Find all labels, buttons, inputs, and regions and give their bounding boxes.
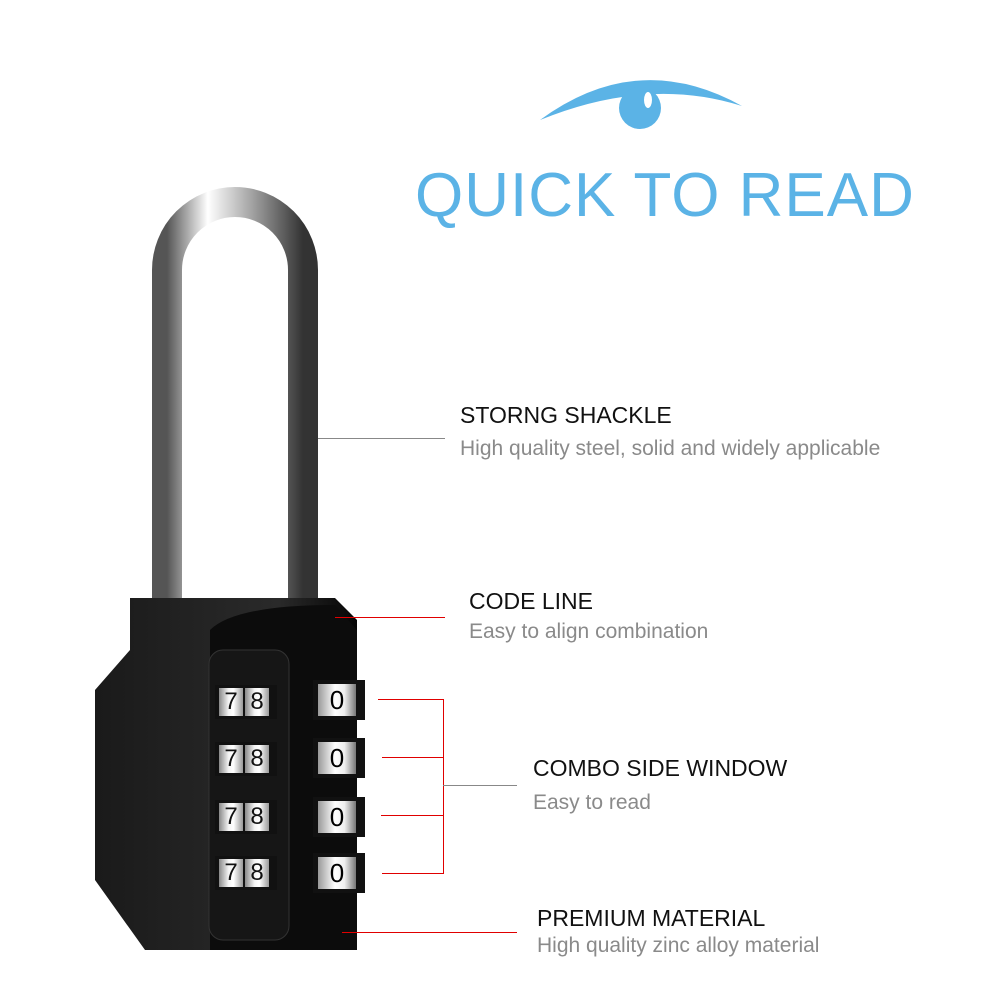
dial-digit[interactable]: 8 [245, 859, 269, 887]
material-pointer-line [342, 932, 517, 933]
feature-title: CODE LINE [469, 588, 593, 614]
window-pointer-line [382, 873, 443, 874]
side-window-digit[interactable]: 0 [318, 801, 356, 833]
dial-digit[interactable]: 8 [245, 688, 269, 716]
code-line-pointer-line [335, 617, 445, 618]
dial-digit[interactable]: 7 [219, 745, 243, 773]
window-pointer-line [382, 757, 443, 758]
window-pointer-line [381, 815, 443, 816]
shackle-pointer-line [318, 438, 445, 439]
feature-desc: Easy to align combination [469, 620, 709, 643]
window-bracket-connector [443, 785, 517, 786]
feature-title: PREMIUM MATERIAL [537, 905, 766, 931]
feature-desc: High quality zinc alloy material [537, 934, 820, 957]
feature-title: STORNG SHACKLE [460, 402, 672, 428]
side-window-digit[interactable]: 0 [318, 742, 356, 774]
padlock-shackle [95, 187, 357, 950]
headline: QUICK TO READ [415, 161, 915, 230]
dial-digit[interactable]: 7 [219, 688, 243, 716]
dial-digit[interactable]: 8 [245, 803, 269, 831]
dial-digit[interactable]: 7 [219, 803, 243, 831]
feature-desc: Easy to read [533, 791, 651, 814]
dial-digit[interactable]: 7 [219, 859, 243, 887]
feature-desc: High quality steel, solid and widely app… [460, 437, 881, 460]
dial-digit[interactable]: 8 [245, 745, 269, 773]
side-window-digit[interactable]: 0 [318, 857, 356, 889]
window-bracket-line [443, 699, 444, 874]
window-pointer-line [378, 699, 443, 700]
side-window-digit[interactable]: 0 [318, 684, 356, 716]
eye-icon [540, 80, 742, 129]
feature-title: COMBO SIDE WINDOW [533, 755, 788, 781]
